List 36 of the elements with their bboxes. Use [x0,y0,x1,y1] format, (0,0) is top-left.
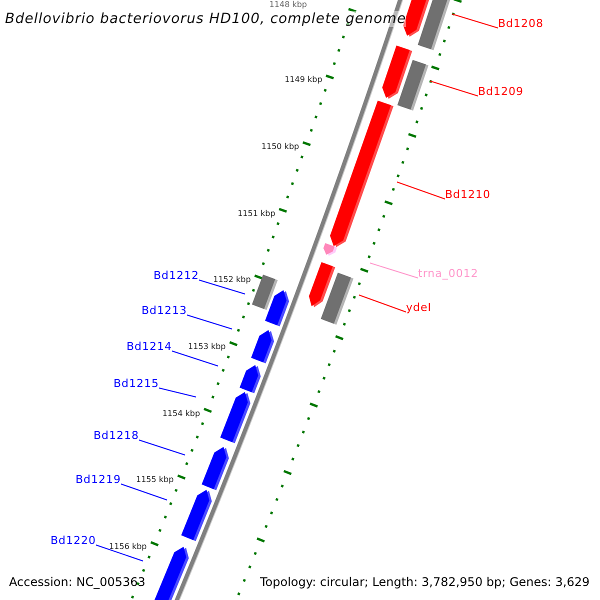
kbp-label: 1149 kbp [284,75,322,86]
leader-line [358,294,406,312]
kbp-label: 1148 kbp [269,0,307,10]
leader-line [186,314,232,330]
gene-label: Bd1212 [153,269,199,282]
kbp-label: 1153 kbp [188,342,226,352]
gene-label: Bd1220 [50,534,96,547]
gene-label: Bd1213 [141,304,187,317]
leader-line [452,14,498,28]
leader-line [172,350,218,366]
kbp-label: 1151 kbp [238,208,276,219]
leader-line [430,80,478,96]
gene-label: ydeI [406,301,432,314]
leader-line [120,484,168,500]
kbp-label: 1154 kbp [162,408,200,419]
accession-text: Accession: NC_005363 [9,575,146,589]
kbp-label: 1150 kbp [261,142,300,152]
gene-label: Bd1215 [113,377,159,390]
gene-label: Bd1219 [75,473,121,486]
kbp-label: 1152 kbp [213,275,251,286]
gene-label: Bd1209 [478,85,524,98]
title: Bdellovibrio bacteriovorus HD100, complete genome [5,11,406,27]
leader-line [198,280,246,294]
leader-line [370,262,418,278]
leader-line [396,182,446,200]
gene-label: Bd1218 [93,429,139,442]
gene-label: Bd1214 [126,340,172,353]
leader-line [158,388,196,398]
gene-label: trna_0012 [418,267,478,280]
kbp-label: 1155 kbp [136,475,174,486]
leader-line [96,544,144,562]
gene-label: Bd1210 [445,188,491,201]
kbp-label: 1156 kbp [109,542,147,552]
gene-label: Bd1208 [498,17,544,30]
genome-stats-text: Topology: circular; Length: 3,782,950 bp; Genes: 3,629 [260,575,590,589]
leader-line [138,440,186,456]
